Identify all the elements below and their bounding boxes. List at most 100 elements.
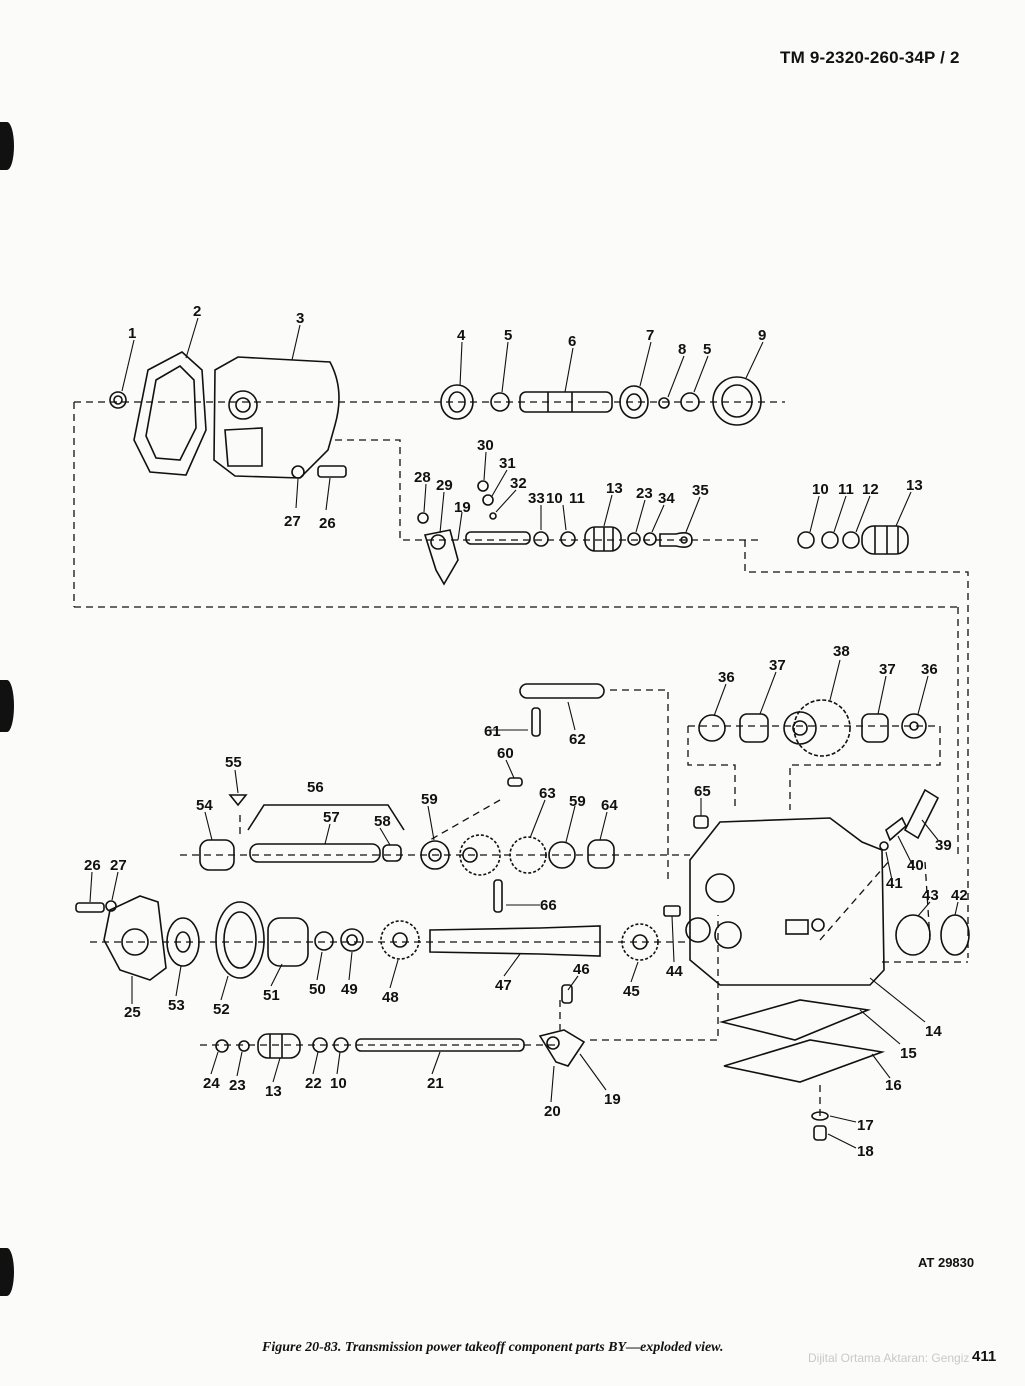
part-2-gasket xyxy=(133,351,207,476)
scanner-watermark: Dijital Ortama Aktaran: Gengiz xyxy=(808,1351,970,1365)
part-50-nut xyxy=(314,931,334,951)
callout-3: 3 xyxy=(296,310,304,327)
part-33-shaft xyxy=(465,531,531,545)
callout-51: 51 xyxy=(263,987,280,1004)
part-64-bearing xyxy=(587,839,615,869)
callout-31: 31 xyxy=(499,455,516,472)
callout-25: 25 xyxy=(124,1004,141,1021)
part-8-key xyxy=(658,397,670,409)
callout-16: 16 xyxy=(885,1077,902,1094)
part-44-screw xyxy=(663,905,681,917)
part-40-spring xyxy=(885,816,907,842)
callout-15: 15 xyxy=(900,1045,917,1062)
part-38-gear xyxy=(783,699,851,757)
callout-53: 53 xyxy=(168,997,185,1014)
callout-60: 60 xyxy=(497,745,514,762)
part-37b-bearing xyxy=(861,713,889,743)
part-49-washer xyxy=(340,928,364,952)
callout-36: 36 xyxy=(718,669,735,686)
part-15-gasket xyxy=(718,999,871,1041)
part-11-ring xyxy=(560,531,576,547)
part-27-lockwasher xyxy=(291,465,305,479)
part-66-pin xyxy=(493,879,503,913)
part-1-snap-ring xyxy=(109,391,127,409)
callout-45: 45 xyxy=(623,983,640,1000)
part-59a-washer xyxy=(420,840,450,870)
part-63-gear-cluster xyxy=(459,834,547,876)
callout-33: 33 xyxy=(528,490,545,507)
part-16-cover xyxy=(723,1039,886,1083)
part-22-ring xyxy=(312,1037,328,1053)
callout-4: 4 xyxy=(457,327,466,344)
callout-66: 66 xyxy=(540,897,557,914)
part-21-rod xyxy=(355,1038,525,1052)
callout-29: 29 xyxy=(436,477,453,494)
part-65-plug xyxy=(693,815,709,829)
art-number: AT 29830 xyxy=(918,1255,975,1270)
callout-55: 55 xyxy=(225,754,242,771)
callout-36b: 36 xyxy=(921,661,938,678)
part-58-bearing xyxy=(382,844,402,862)
part-26-screw xyxy=(317,465,347,478)
part-10-ring xyxy=(533,531,549,547)
part-37a-bearing xyxy=(739,713,769,743)
callout-23b: 23 xyxy=(229,1077,246,1094)
part-35-rod-end xyxy=(659,532,693,548)
part-13-spring xyxy=(584,526,622,552)
part-4-bearing xyxy=(440,384,474,420)
callout-65: 65 xyxy=(694,783,711,800)
callout-30: 30 xyxy=(477,437,494,454)
callout-18: 18 xyxy=(857,1143,874,1160)
part-45-gear xyxy=(621,923,659,961)
callout-35: 35 xyxy=(692,482,709,499)
part-3-cover xyxy=(213,356,340,479)
part-59b-washer xyxy=(548,841,576,869)
callout-labels: 1 2 3 4 5 6 7 8 5 9 27 26 30 31 28 29 32… xyxy=(84,303,968,1160)
callout-52: 52 xyxy=(213,1001,230,1018)
callout-28: 28 xyxy=(414,469,431,486)
part-18-screw xyxy=(813,1125,827,1141)
callout-49: 49 xyxy=(341,981,358,998)
callout-11: 11 xyxy=(569,490,585,507)
callout-13: 13 xyxy=(606,480,623,497)
part-6-shaft xyxy=(519,391,613,413)
callout-5b: 5 xyxy=(703,341,711,358)
callout-37: 37 xyxy=(769,657,786,674)
leader-lines xyxy=(89,317,959,1149)
part-11b-ring xyxy=(821,531,839,549)
part-13b-spring xyxy=(861,525,909,555)
part-52-gasket xyxy=(215,901,265,979)
part-48-gear xyxy=(380,920,420,960)
callout-24: 24 xyxy=(203,1075,220,1092)
callout-17: 17 xyxy=(857,1117,874,1134)
callout-37b: 37 xyxy=(879,661,896,678)
part-28-nut xyxy=(417,512,429,524)
part-27b-lockwasher xyxy=(105,900,117,912)
callout-9: 9 xyxy=(758,327,766,344)
part-14-housing xyxy=(685,817,885,986)
callout-56: 56 xyxy=(307,779,324,796)
callout-26b: 26 xyxy=(84,857,101,874)
callout-19b: 19 xyxy=(604,1091,621,1108)
page-number: 411 xyxy=(972,1348,997,1365)
part-51-bearing xyxy=(267,917,309,967)
callout-10c: 10 xyxy=(330,1075,347,1092)
callout-11b: 11 xyxy=(838,481,854,498)
part-20-fork xyxy=(538,1029,586,1067)
part-47-mainshaft xyxy=(429,925,601,957)
document-id: TM 9-2320-260-34P / 2 xyxy=(780,48,960,67)
part-61-key xyxy=(531,707,541,737)
callout-59: 59 xyxy=(421,791,438,808)
callout-13c: 13 xyxy=(265,1083,282,1100)
part-42-seal xyxy=(940,914,970,956)
part-24-screw xyxy=(215,1039,229,1053)
part-39-fitting xyxy=(903,788,940,840)
part-55-plug xyxy=(228,794,248,807)
callout-41: 41 xyxy=(886,875,903,892)
callout-43: 43 xyxy=(922,887,939,904)
callout-38: 38 xyxy=(833,643,850,660)
callout-10b: 10 xyxy=(812,481,829,498)
part-60-pin xyxy=(507,777,523,787)
callout-64: 64 xyxy=(601,797,618,814)
callout-44: 44 xyxy=(666,963,683,980)
